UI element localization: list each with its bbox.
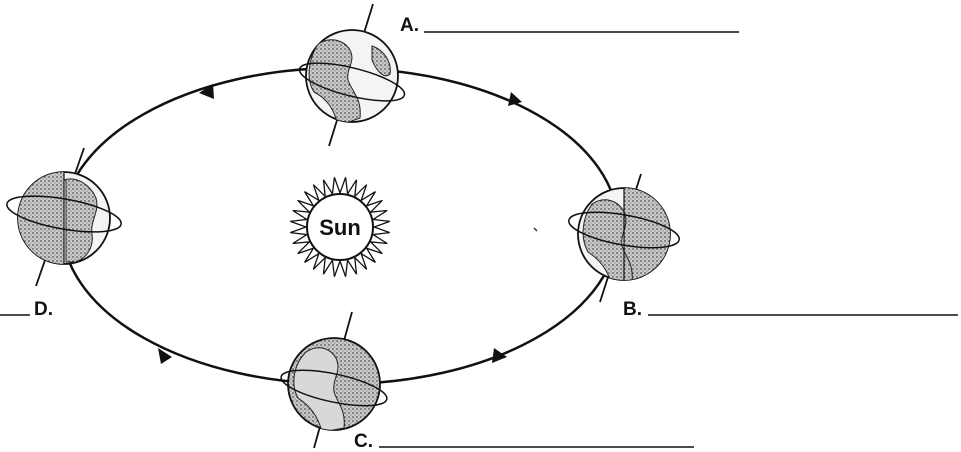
sun-label: Sun xyxy=(319,215,361,240)
orbit-arrow-top-right xyxy=(508,92,522,106)
earth-globe-icon xyxy=(278,312,389,448)
label-d: D. xyxy=(34,299,53,320)
label-b: B. xyxy=(623,299,642,320)
stray-mark xyxy=(534,228,537,231)
sun: Sun xyxy=(290,177,389,276)
orbit-arrow-bottom-right xyxy=(492,348,507,363)
label-c: C. xyxy=(354,431,373,452)
earth-globe-icon xyxy=(566,174,682,302)
label-a: A. xyxy=(400,15,419,36)
earth-globe-icon xyxy=(4,148,123,286)
earth-globe-icon xyxy=(296,4,408,146)
